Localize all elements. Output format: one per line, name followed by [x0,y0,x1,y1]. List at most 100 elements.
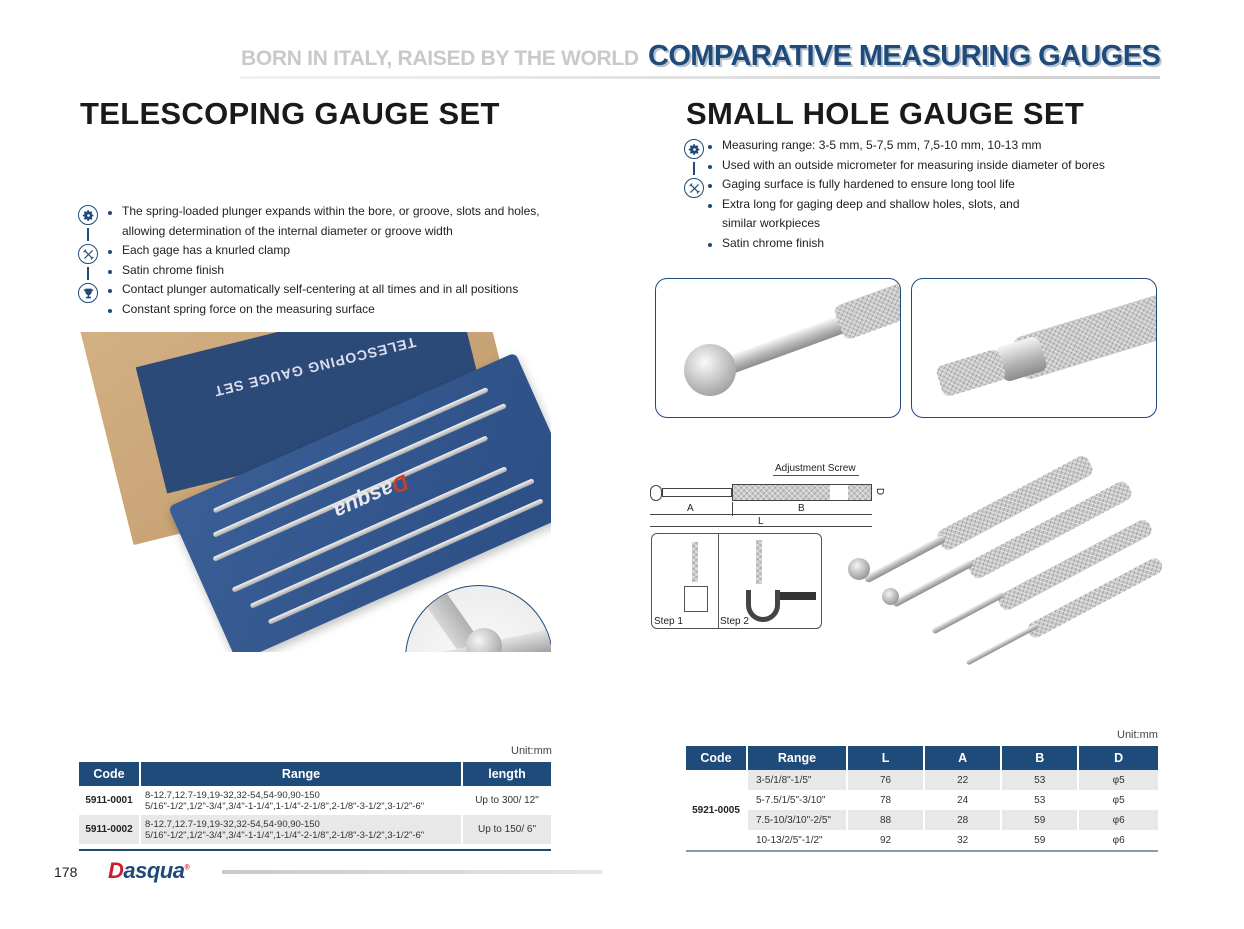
tools-icon [684,178,704,198]
feature-item: Contact plunger automatically self-cente… [107,280,547,300]
small-hole-gauge-title: SMALL HOLE GAUGE SET [686,96,1085,131]
feature-item: Extra long for gaging deep and shallow h… [707,195,1047,234]
small-hole-gauges-photo [840,453,1165,680]
l-cell: 76 [848,770,924,790]
b-cell: 53 [1034,794,1046,806]
step2-label: Step 2 [720,616,749,627]
header-tagline: BORN IN ITALY, RAISED BY THE WORLD [241,47,639,70]
ball-tip [848,558,870,580]
feature-item: Satin chrome finish [107,261,547,281]
gauge-handle [1025,555,1165,641]
a-cell: 22 [925,770,1001,790]
dim-tick [732,502,733,516]
table-row: 5911-0002 8-12.7,12.7-19,19-32,32-54,54-… [79,815,551,844]
length-cell: Up to 150/ 6" [463,815,551,844]
ball-tip [882,588,899,605]
table-row: 5921-0005 3-5/1/8"-1/5" 76 22 53 φ5 [686,770,1158,850]
dim-line-l [650,526,872,527]
d-cell: φ6 [1112,834,1125,846]
icon-connector [87,228,89,241]
t-joint-closeup [405,585,551,652]
page-number: 178 [54,864,78,880]
feature-item: Gaging surface is fully hardened to ensu… [707,175,1107,195]
col-header-l: L [848,746,924,770]
table-row: 5911-0001 8-12.7,12.7-19,19-32,32-54,54-… [79,786,551,815]
range-cell: 3-5/1/8"-1/5" [748,770,846,790]
l-cell: 88 [848,810,924,830]
ball-tip-closeup [655,278,901,418]
header-divider [240,76,1160,79]
b-cell: 53 [1002,770,1078,790]
diagram-collar [830,485,848,500]
telescoping-set-photo: TELESCOPING GAUGE SET Dasqua [68,332,551,652]
dimension-diagram: Adjustment Screw D A B L Step 1 Step 2 [640,458,890,638]
col-header-length: length [463,762,551,786]
micrometer-thimble [780,592,816,600]
diagram-shaft [662,488,732,497]
col-header-range: Range [141,762,461,786]
trophy-icon [78,283,98,303]
table-bottom-rule [686,850,1158,852]
feature-item: Satin chrome finish [707,234,1107,254]
step1-bore [684,586,708,612]
dim-b-label: B [798,503,805,514]
leader-line [773,475,859,476]
telescoping-spec-table: Code Range length 5911-0001 8-12.7,12.7-… [77,762,553,844]
small-hole-feature-list: Measuring range: 3-5 mm, 5-7,5 mm, 7,5-1… [707,136,1107,253]
col-header-range: Range [748,746,846,770]
range-cell: 5-7.5/1/5"-3/10" [756,794,826,806]
d-cell: φ6 [1079,810,1158,830]
footer-divider [222,870,602,874]
table-row: 5-7.5/1/5"-3/10" 78 24 53 φ5 [686,790,1158,810]
feature-item: Constant spring force on the measuring s… [107,300,547,320]
feature-item: Used with an outside micrometer for meas… [707,156,1107,176]
col-header-d: D [1079,746,1158,770]
knurled-handle [832,279,900,342]
icon-connector [87,267,89,280]
b-cell: 59 [1034,834,1046,846]
b-cell: 59 [1002,810,1078,830]
col-header-b: B [1002,746,1078,770]
icon-connector [693,162,695,175]
dim-line-ab [650,514,872,515]
tools-icon [78,244,98,264]
gauge-shaft [891,559,975,608]
adjustment-screw-closeup [911,278,1157,418]
gauge-shaft [931,591,1005,635]
col-header-code: Code [686,746,746,770]
diagram-ball [650,485,662,501]
category-title: COMPARATIVE MEASURING GAUGES [648,40,1161,72]
box-label: TELESCOPING GAUGE SET [212,334,418,400]
code-cell: 5911-0001 [85,795,133,806]
step1-label: Step 1 [654,616,683,627]
col-header-code: Code [79,762,139,786]
dasqua-logo: Dasqua® [108,858,190,883]
feature-item: Each gage has a knurled clamp [107,241,547,261]
d-cell: φ5 [1079,770,1158,790]
table-row: 7.5-10/3/10"-2/5" 88 28 59 φ6 [686,810,1158,830]
table-bottom-rule [79,849,551,851]
col-header-a: A [925,746,1001,770]
right-feature-icons [684,139,704,198]
gear-icon [684,139,704,159]
a-cell: 28 [925,810,1001,830]
adjustment-screw [934,348,1008,398]
telescoping-gauge-title: TELESCOPING GAUGE SET [80,96,500,131]
range-cell: 10-13/2/5"-1/2" [756,834,823,846]
gauge-shaft [863,534,947,584]
small-hole-spec-table: Code Range L A B D 5921-0005 3-5/1/8"-1/… [684,746,1160,850]
unit-label: Unit:mm [511,745,552,757]
step-divider [718,534,719,628]
feature-item: Measuring range: 3-5 mm, 5-7,5 mm, 7,5-1… [707,136,1107,156]
a-cell: 24 [957,794,969,806]
feature-item: The spring-loaded plunger expands within… [107,202,547,241]
step1-gauge [692,542,698,582]
left-feature-icons [78,205,98,303]
usage-steps-box: Step 1 Step 2 [651,533,822,629]
step2-gauge [756,540,762,584]
adjustment-screw-label: Adjustment Screw [775,463,856,474]
dim-l-label: L [758,516,764,527]
unit-label: Unit:mm [1117,729,1158,741]
